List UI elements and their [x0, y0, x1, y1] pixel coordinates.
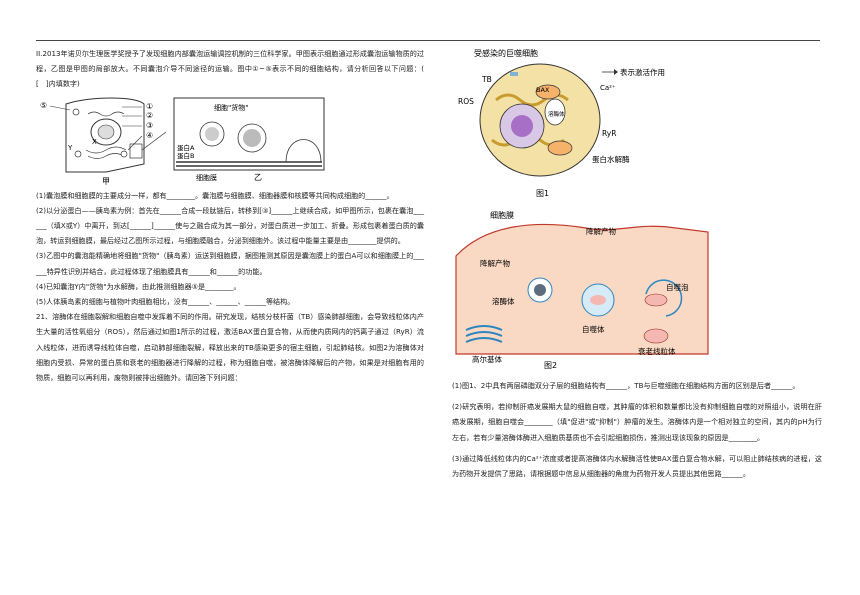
yi-vesicle-2-cargo: [243, 128, 261, 147]
fig1-ryr: RyR: [602, 129, 616, 138]
fig2-aging-mito: [643, 328, 669, 344]
fig1-protease: 蛋白水解酶: [592, 154, 630, 164]
figure-2: 细胞膜 降解产物 降解产物 溶酶体 高尔基体 自噬体 自噬泡 衰老线粒体 图2: [446, 204, 716, 376]
fig2-cell: [455, 223, 709, 355]
leader-5: [49, 105, 71, 110]
question-4: (4)已知囊泡Y内"货物"为水解酶，由此推测细胞器⑤是________。: [36, 281, 241, 291]
header-rule: [36, 40, 820, 41]
left-column: II.2013年诺贝尔生理医学奖授予了发现细胞内部囊泡运输调控机制的三位科学家。…: [36, 46, 432, 385]
caption-jia: 甲: [102, 177, 110, 186]
fig1-bax: BAX: [536, 86, 550, 94]
zoom-line: [141, 131, 167, 150]
fig2-aging-mito-label: 衰老线粒体: [638, 346, 676, 356]
fig-question-2: (2)研究表明，若抑制肝癌发展期大鼠的细胞自噬，其肿瘤的体积和数量都比没有抑制细…: [452, 402, 822, 442]
label-y: Y: [67, 144, 73, 152]
question-1: (1)囊泡膜和细胞膜的主要成分一样，都有________。囊泡膜与细胞膜、细胞器…: [36, 190, 394, 200]
fig1-tb: TB: [481, 75, 492, 84]
yi-fusing-vesicle: [285, 138, 322, 162]
marker-2: ②: [146, 111, 153, 120]
leader-4: [127, 135, 143, 150]
protein-a-label: 蛋白A: [177, 143, 195, 152]
membrane-label: 细胞膜: [196, 173, 217, 182]
golgi-stack-2: [87, 152, 125, 159]
fig2-autophagosome-label: 自噬体: [582, 324, 605, 334]
protein-b-label: 蛋白B: [177, 151, 194, 160]
fig1-legend: 表示激活作用: [620, 67, 665, 77]
fig1-title: 受感染的巨噬细胞: [474, 48, 538, 58]
fig1-caption: 图1: [536, 189, 549, 198]
fig2-lysosome-core: [534, 284, 546, 296]
fig2-autophagosome-core: [590, 295, 606, 305]
mitochondrion: [535, 84, 561, 100]
figure-1-svg: 受感染的巨噬细胞 表示激活作用 TB ROS BAX 溶酶体 RyR 蛋白水解酶…: [458, 48, 665, 198]
question-2: (2)以分泌蛋白——胰岛素为例：首先在______合成一段肽链后，转移到[③]_…: [36, 205, 424, 246]
fig2-golgi: [465, 325, 503, 343]
fig2-degradation-1: 降解产物: [586, 226, 616, 236]
tb-bacterium: [510, 72, 518, 76]
figure-1: 受感染的巨噬细胞 表示激活作用 TB ROS BAX 溶酶体 RyR 蛋白水解酶…: [452, 44, 712, 206]
right-column: (1)图1、2中具有两层磷脂双分子层的细胞结构有______，TB与巨噬细胞在细…: [452, 378, 822, 481]
vesicle-x: [120, 150, 128, 157]
fig1-lysosome: 溶酶体: [548, 110, 565, 118]
question-21: 21、溶酶体在细胞裂解和细胞自噬中发挥着不同的作用。研究发现，结核分枝杆菌（TB…: [36, 312, 424, 383]
golgi-stack: [85, 146, 127, 153]
marker-3: ③: [146, 121, 153, 130]
marker-1: ①: [146, 102, 153, 111]
label-x: X: [92, 138, 97, 146]
fig2-mito-1: [644, 293, 668, 307]
fig2-phagophore: [645, 279, 683, 317]
fig2-membrane: 细胞膜: [490, 210, 514, 220]
fig2-lysosome-label: 溶酶体: [492, 296, 515, 306]
question-3: (3)乙图中的囊泡能精确地将细胞"货物"（胰岛素）运送到细胞膜，据图推测其原因是…: [36, 251, 424, 276]
nucleolus: [97, 124, 115, 139]
yi-vesicle-1-cargo: [205, 126, 219, 141]
marker-4: ④: [146, 131, 153, 140]
caption-yi: 乙: [254, 173, 262, 182]
fig2-phagophore-label: 自噬泡: [666, 282, 689, 292]
cargo-label: 细胞"货物": [214, 103, 248, 112]
vesicle: [72, 108, 80, 115]
activation-arrowhead: [614, 69, 618, 75]
mitochondrion-2: [547, 140, 573, 156]
fig1-ros: ROS: [458, 97, 474, 106]
fig-question-3: (3)通过降低线粒体内的Ca²⁺浓度或者提高溶酶体内水解酶活性使BAX蛋白复合物…: [452, 453, 822, 479]
fig2-golgi-label: 高尔基体: [472, 354, 502, 364]
lysosome: [544, 98, 566, 126]
nucleolus: [511, 115, 533, 137]
er-membrane: [87, 111, 125, 116]
figure-jia-yi: ⑤ ① ② ③ ④ X Y 甲 细胞"货物" 蛋白A 蛋白B: [36, 92, 424, 188]
fig2-degradation-2: 降解产物: [480, 258, 510, 268]
fig2-caption: 图2: [544, 361, 557, 370]
marker-5: ⑤: [40, 101, 47, 110]
figure-jia-yi-svg: ⑤ ① ② ③ ④ X Y 甲 细胞"货物" 蛋白A 蛋白B: [40, 97, 325, 186]
fig1-calcium: Ca²⁺: [600, 84, 616, 92]
intro-paragraph: II.2013年诺贝尔生理医学奖授予了发现细胞内部囊泡运输调控机制的三位科学家。…: [36, 49, 432, 89]
figure-2-svg: 细胞膜 降解产物 降解产物 溶酶体 高尔基体 自噬体 自噬泡 衰老线粒体 图2: [455, 210, 709, 370]
fig-question-1: (1)图1、2中具有两层磷脂双分子层的细胞结构有______，TB与巨噬细胞在细…: [452, 381, 800, 390]
zoom-box: [129, 143, 143, 158]
vesicle-y: [74, 150, 82, 157]
question-5: (5)人体胰岛素的细胞与植物叶肉细胞相比，没有______、______、___…: [36, 297, 295, 307]
